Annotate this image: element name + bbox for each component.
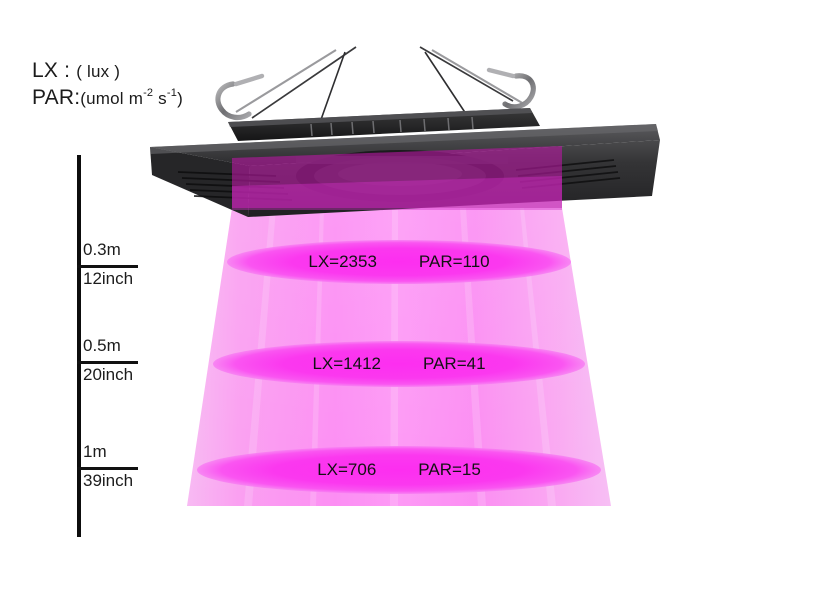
carabiner-clip-left [215,73,265,121]
distance-label-imperial-1: 12inch [83,269,134,288]
reading-lx-2: LX=1412 [312,354,381,373]
fixture-rail-fins [310,116,474,137]
legend-row-lx: LX : ( lux ) [32,58,183,85]
fixture-back-rail [228,108,540,141]
legend-row-par: PAR:(umol m-2 s-1) [32,85,183,112]
distance-axis-line [77,155,81,537]
reading-row-3: LX=706 PAR=15 [197,460,601,480]
distance-tick-1 [77,265,138,268]
fixture-front-face [248,140,660,217]
fixture-back-rail-highlight [228,108,532,127]
distance-label-imperial-3: 39inch [83,471,134,490]
reading-lx-3: LX=706 [317,460,377,479]
distance-label-metric-1: 0.3m [83,240,121,259]
carabiner-clip-right [486,67,536,110]
distance-tick-2 [77,361,138,364]
fixture-vent-left [177,171,293,201]
legend-par-key: PAR: [32,85,81,109]
fixture-beam-overlay [232,146,562,208]
reading-row-2: LX=1412 PAR=41 [213,354,585,374]
legend: LX : ( lux ) PAR:(umol m-2 s-1) [32,58,183,112]
reading-par-2: PAR=41 [423,354,486,373]
distance-label-metric-2: 0.5m [83,336,121,355]
fixture-beam-overlay-lower [232,176,562,210]
reading-row-1: LX=2353 PAR=110 [227,252,571,272]
distance-label-metric-3: 1m [83,442,107,461]
fixture-top-face [150,124,660,166]
hanging-cables [235,46,525,129]
legend-par-unit-suffix: ) [177,88,183,108]
fixture-edge-highlight [150,124,658,154]
distance-label-imperial-2: 20inch [83,365,134,384]
legend-par-exp-1: -2 [143,86,154,99]
fixture-vent-right [515,159,621,189]
legend-par-exp-2: -1 [166,86,178,99]
legend-par-unit-mid: s [153,88,167,108]
distance-tick-3 [77,467,138,470]
fixture-reflector [296,150,508,202]
reading-par-1: PAR=110 [418,252,490,271]
legend-par-unit-prefix: (umol m [80,88,144,108]
reading-lx-1: LX=2353 [308,252,377,271]
legend-lx-unit: ( lux ) [76,62,121,81]
fixture-left-face [150,147,250,217]
legend-lx-key: LX : [32,59,71,82]
reading-par-3: PAR=15 [418,460,481,479]
